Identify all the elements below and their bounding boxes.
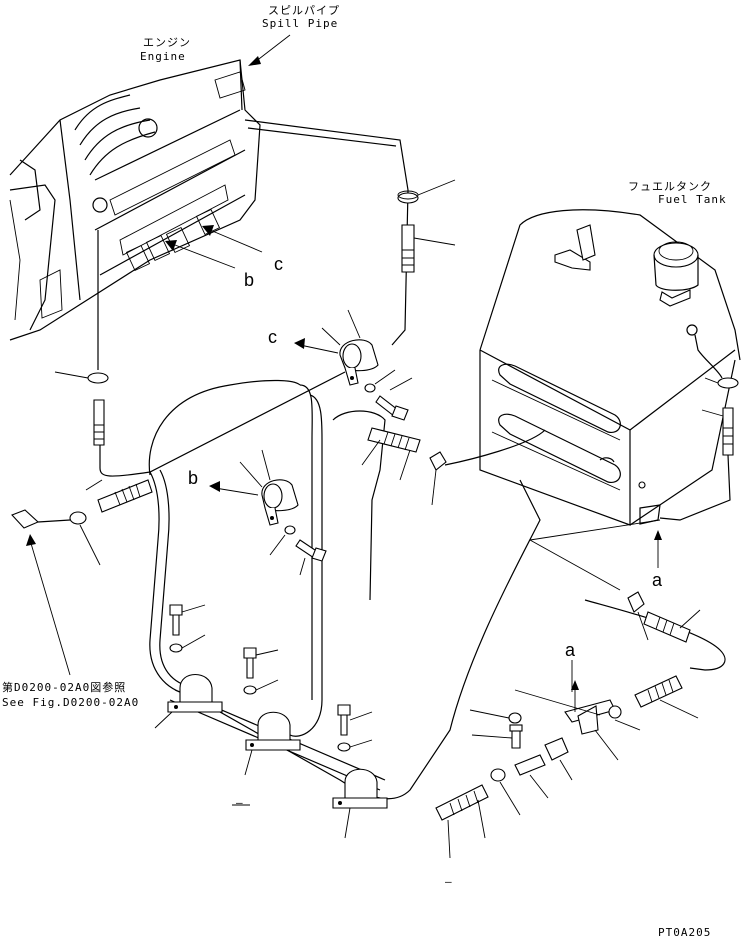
dash-mark: –	[445, 875, 453, 888]
callout-b-lower: b	[188, 468, 199, 488]
engine-drawing	[9, 59, 261, 341]
fuel-tank-label-jp: フュエルタンク	[628, 180, 712, 193]
callout-a-lower: a	[565, 640, 576, 660]
callout-b-upper: b	[244, 270, 255, 290]
fuel-tank-drawing	[479, 209, 741, 526]
engine-label-en: Engine	[140, 50, 186, 63]
dash-mark: –	[236, 796, 244, 809]
fuel-tank-label-en: Fuel Tank	[658, 193, 727, 206]
callout-a-upper: a	[652, 570, 663, 590]
callout-c-lower: c	[268, 327, 277, 347]
spill-pipe-label-en: Spill Pipe	[262, 17, 339, 30]
see-fig-label-jp: 第D0200-02A0図参照	[2, 681, 127, 694]
spill-pipe-label-jp: スピルパイプ	[268, 4, 340, 17]
callout-c-upper: c	[274, 254, 283, 274]
see-fig-label-en: See Fig.D0200-02A0	[2, 696, 140, 709]
engine-label-jp: エンジン	[143, 36, 191, 49]
drawing-code: PT0A205	[658, 926, 712, 939]
